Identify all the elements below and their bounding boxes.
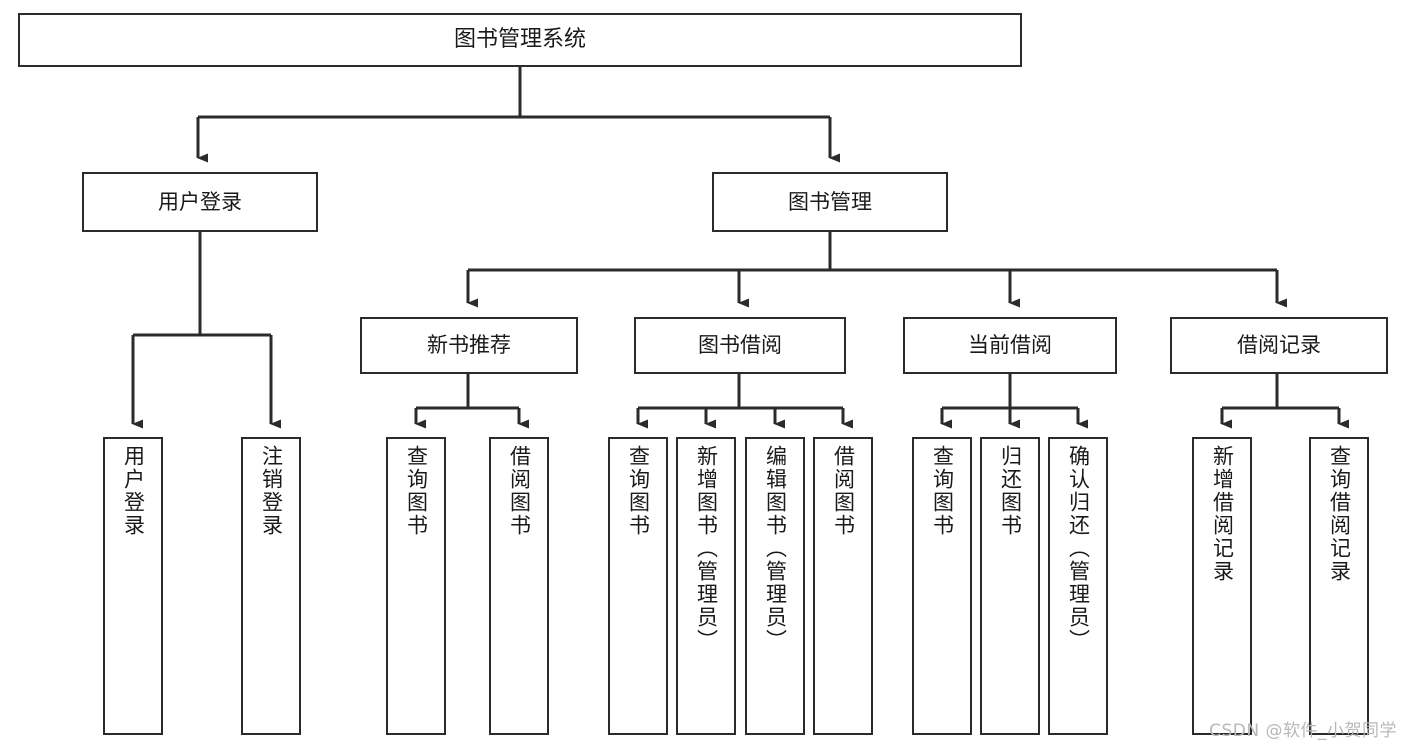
node-label: 确认归还（管理员） <box>1066 445 1091 652</box>
node-label: 图书管理 <box>788 189 872 214</box>
node-new-book-recommend[interactable]: 新书推荐 <box>360 317 578 374</box>
node-label: 新书推荐 <box>427 333 511 358</box>
node-leaf-edit-book[interactable]: 编辑图书（管理员） <box>745 437 805 735</box>
node-leaf-query-book-recommend[interactable]: 查询图书 <box>386 437 446 735</box>
node-leaf-user-logout[interactable]: 注销登录 <box>241 437 301 735</box>
node-book-borrow[interactable]: 图书借阅 <box>634 317 846 374</box>
node-leaf-return-book[interactable]: 归还图书 <box>980 437 1040 735</box>
node-label: 查询借阅记录 <box>1327 445 1352 583</box>
node-leaf-borrow-book-recommend[interactable]: 借阅图书 <box>489 437 549 735</box>
node-leaf-add-borrow-record[interactable]: 新增借阅记录 <box>1192 437 1252 735</box>
node-label: 新增图书（管理员） <box>694 445 719 652</box>
node-label: 图书借阅 <box>698 333 782 358</box>
node-label: 当前借阅 <box>968 333 1052 358</box>
node-leaf-query-borrow-record[interactable]: 查询借阅记录 <box>1309 437 1369 735</box>
node-root-book-management-system[interactable]: 图书管理系统 <box>18 13 1022 67</box>
node-label: 查询图书 <box>404 445 429 537</box>
node-leaf-query-book-current[interactable]: 查询图书 <box>912 437 972 735</box>
node-label: 借阅图书 <box>507 445 532 537</box>
node-leaf-add-book[interactable]: 新增图书（管理员） <box>676 437 736 735</box>
node-user-login[interactable]: 用户登录 <box>82 172 318 232</box>
node-label: 归还图书 <box>998 445 1023 537</box>
node-label: 注销登录 <box>259 445 284 537</box>
node-current-borrow[interactable]: 当前借阅 <box>903 317 1117 374</box>
node-label: 用户登录 <box>158 189 242 214</box>
node-label: 用户登录 <box>121 445 146 537</box>
node-book-management[interactable]: 图书管理 <box>712 172 948 232</box>
node-label: 查询图书 <box>626 445 651 537</box>
node-leaf-query-book-borrow[interactable]: 查询图书 <box>608 437 668 735</box>
node-leaf-user-login[interactable]: 用户登录 <box>103 437 163 735</box>
node-label: 新增借阅记录 <box>1210 445 1235 583</box>
node-label: 图书管理系统 <box>453 27 586 53</box>
node-label: 编辑图书（管理员） <box>763 445 788 652</box>
node-label: 借阅图书 <box>831 445 856 537</box>
node-leaf-borrow-book[interactable]: 借阅图书 <box>813 437 873 735</box>
node-leaf-confirm-return[interactable]: 确认归还（管理员） <box>1048 437 1108 735</box>
node-label: 借阅记录 <box>1237 333 1321 358</box>
node-borrow-record[interactable]: 借阅记录 <box>1170 317 1388 374</box>
node-label: 查询图书 <box>930 445 955 537</box>
